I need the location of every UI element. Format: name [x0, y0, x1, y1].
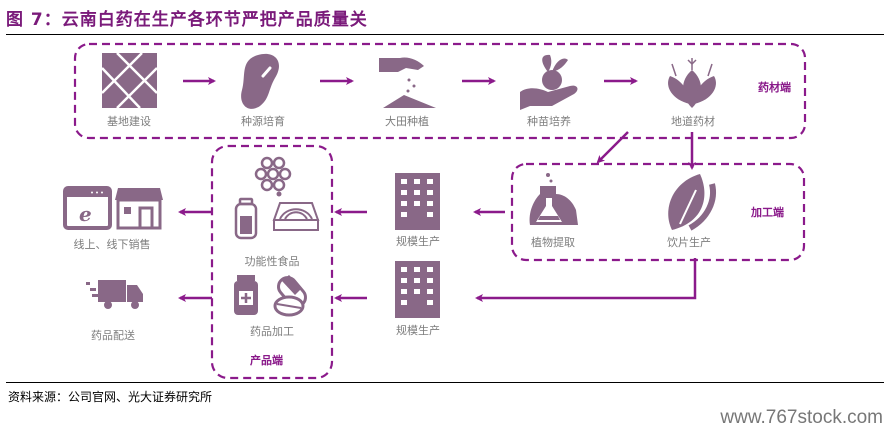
herb-plant-icon — [668, 58, 716, 108]
zone-label-product: 产品端 — [250, 354, 283, 367]
arrow-herb-to-extract — [596, 131, 629, 164]
watermark: www.767stock.com — [720, 407, 883, 428]
arrow-slice-to-factory2 — [475, 258, 697, 302]
truck-icon — [86, 280, 143, 309]
pill-icon — [273, 275, 307, 317]
hand-sowing-icon — [379, 57, 436, 108]
node-label-herb: 地道药材 — [671, 115, 715, 128]
honeycomb-icon — [254, 156, 292, 192]
zone-raw-box — [73, 42, 807, 140]
svg-text:e: e — [79, 202, 92, 226]
node-label-slice: 饮片生产 — [667, 236, 711, 249]
seedling-hand-icon — [520, 54, 578, 110]
footer-divider — [6, 382, 884, 383]
node-label-seedling: 种苗培养 — [527, 115, 571, 128]
zone-label-raw: 药材端 — [758, 81, 791, 94]
building-icon-1 — [395, 173, 440, 230]
leaf-icon — [668, 174, 716, 231]
node-label-seed: 种源培育 — [241, 115, 285, 128]
field-grid-icon — [101, 52, 158, 109]
node-label-delivery: 药品配送 — [91, 329, 135, 342]
bottle-icon — [234, 197, 258, 240]
browser-icon: e — [63, 186, 112, 230]
node-label-factory1: 规模生产 — [396, 235, 440, 248]
noodle-box-icon — [272, 202, 320, 231]
node-label-factory2: 规模生产 — [396, 324, 440, 337]
node-label-base: 基地建设 — [107, 115, 151, 128]
zone-label-process: 加工端 — [751, 206, 784, 219]
zone-process-box — [510, 162, 806, 262]
figure-title: 图 7：云南白药在生产各环节严把产品质量关 — [6, 10, 368, 30]
title-divider — [6, 34, 884, 35]
medicine-bottle-icon — [234, 275, 258, 315]
building-icon-2 — [395, 261, 440, 318]
zone-product-box — [210, 144, 334, 380]
bean-seed-icon — [241, 53, 279, 109]
node-label-sales: 线上、线下销售 — [73, 238, 151, 251]
flask-icon — [529, 173, 578, 225]
node-label-drug: 药品加工 — [250, 325, 294, 338]
source-note: 资料来源：公司官网、光大证券研究所 — [8, 390, 213, 404]
node-label-food: 功能性食品 — [244, 255, 300, 268]
node-label-field: 大田种植 — [385, 115, 429, 128]
store-icon — [115, 188, 163, 230]
node-label-extract: 植物提取 — [531, 236, 575, 249]
